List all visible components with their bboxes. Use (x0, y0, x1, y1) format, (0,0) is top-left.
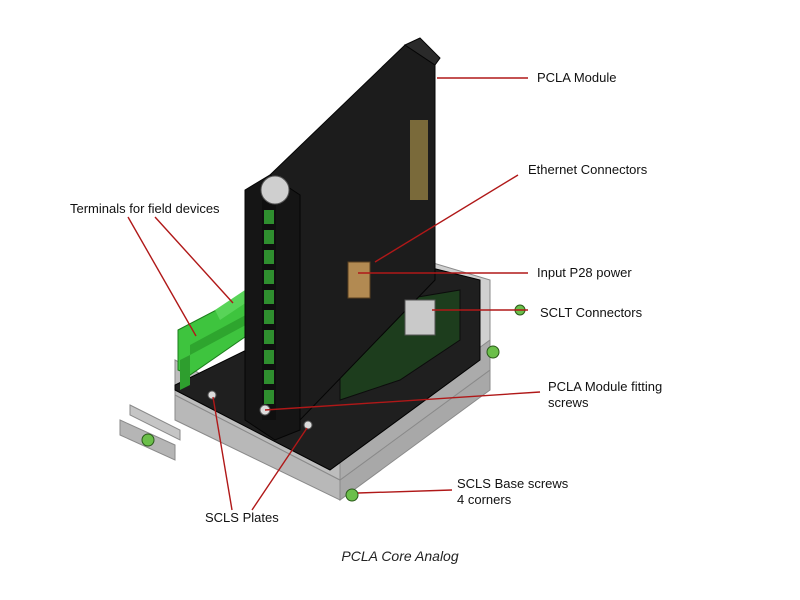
leader-terminals-2 (154, 216, 234, 304)
leader-lines (127, 77, 541, 511)
leader-ethernet (374, 174, 519, 263)
figure-caption: PCLA Core Analog (341, 548, 459, 564)
base-screw-3 (486, 345, 500, 359)
input-p28-connector (347, 261, 371, 299)
callout-fitting-screws-line2: screws (548, 395, 589, 410)
plate-screw-1 (207, 390, 217, 400)
leader-base-screws (357, 489, 453, 494)
base-screw-2 (345, 488, 359, 502)
plate-screw-2 (303, 420, 313, 430)
callout-base-screws-line2: 4 corners (457, 492, 512, 507)
callout-input-p28: Input P28 power (537, 265, 632, 280)
callout-base-screws-line1: SCLS Base screws (457, 476, 569, 491)
base-screw-1 (141, 433, 155, 447)
callout-pcla-module: PCLA Module (537, 70, 617, 85)
callout-terminals: Terminals for field devices (70, 201, 220, 216)
leader-plates-2 (251, 427, 308, 511)
leader-plates-1 (212, 396, 233, 511)
leader-terminals-1 (127, 216, 197, 337)
callout-sclt-connectors: SCLT Connectors (540, 305, 643, 320)
callout-fitting-screws-line1: PCLA Module fitting (548, 379, 663, 394)
terminal-blocks (177, 290, 256, 390)
sclt-connector (404, 299, 436, 336)
callout-scls-plates: SCLS Plates (205, 510, 279, 525)
front-connector-strip (260, 175, 290, 420)
callout-ethernet-connectors: Ethernet Connectors (528, 162, 648, 177)
leader-fitting-screws (264, 391, 541, 411)
